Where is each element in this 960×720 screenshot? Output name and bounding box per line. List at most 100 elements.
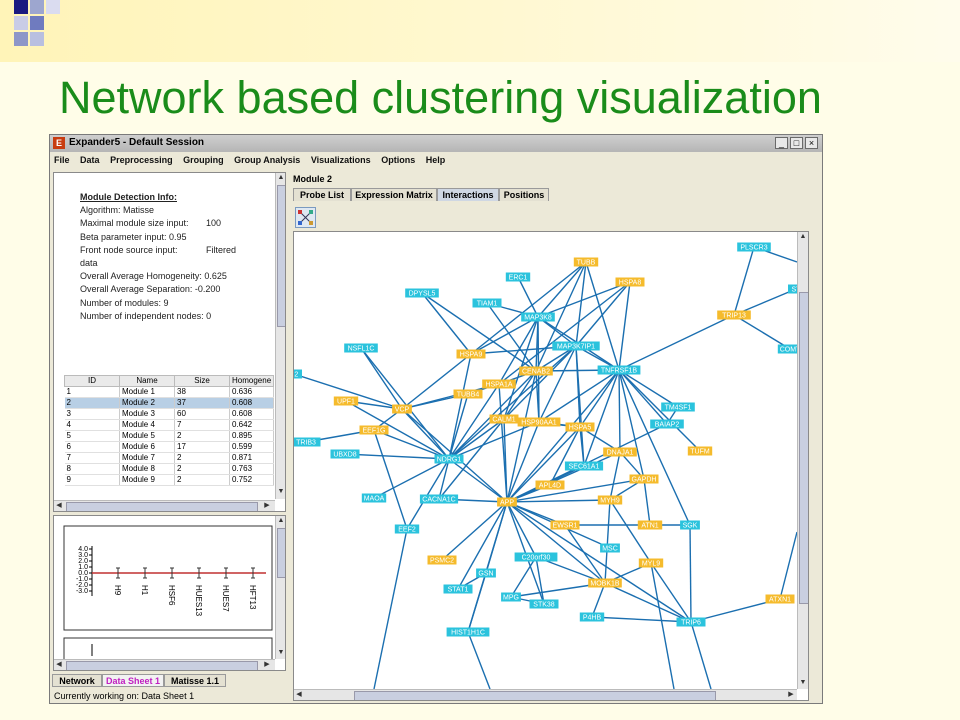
graph-horizontal-scrollbar[interactable]: ◀ ▶ bbox=[294, 689, 797, 700]
network-node[interactable]: TRIB3 bbox=[294, 437, 321, 447]
network-node-box[interactable] bbox=[489, 414, 519, 424]
network-node[interactable]: HIST1H1C bbox=[446, 627, 490, 637]
scroll-right-icon[interactable]: ▶ bbox=[264, 502, 270, 509]
network-node[interactable]: SEC61A1 bbox=[564, 461, 604, 471]
network-node[interactable]: UBXD8 bbox=[330, 449, 360, 459]
network-node[interactable]: STAT1 bbox=[443, 584, 473, 594]
menu-help[interactable]: Help bbox=[425, 155, 446, 165]
network-node[interactable]: COMT bbox=[777, 344, 797, 354]
menu-options[interactable]: Options bbox=[381, 155, 416, 165]
menu-data[interactable]: Data bbox=[80, 155, 100, 165]
network-node-box[interactable] bbox=[529, 599, 559, 609]
network-node-box[interactable] bbox=[629, 474, 659, 484]
col-header-name[interactable]: Name bbox=[119, 375, 175, 387]
network-node-box[interactable] bbox=[650, 419, 684, 429]
network-node[interactable]: HSP90AA1 bbox=[517, 417, 561, 427]
network-node-box[interactable] bbox=[427, 555, 457, 565]
minimize-button[interactable]: _ bbox=[775, 137, 788, 149]
network-node[interactable]: ATXN1 bbox=[765, 594, 795, 604]
network-layout-icon[interactable] bbox=[295, 207, 316, 228]
network-node-box[interactable] bbox=[564, 461, 604, 471]
network-node[interactable]: APL4D bbox=[535, 480, 565, 490]
network-node[interactable]: TUBB4 bbox=[453, 389, 483, 399]
network-node[interactable]: TM4SF1 bbox=[661, 402, 695, 412]
network-node-box[interactable] bbox=[294, 437, 321, 447]
network-node-box[interactable] bbox=[777, 344, 797, 354]
plot-horizontal-scrollbar[interactable]: ◀ ▶ bbox=[54, 659, 275, 670]
scroll-thumb[interactable] bbox=[354, 691, 716, 700]
network-node-box[interactable] bbox=[737, 242, 771, 252]
network-node[interactable]: CACNA1C bbox=[419, 494, 459, 504]
network-node-box[interactable] bbox=[330, 449, 360, 459]
network-node[interactable]: CENAB2 bbox=[519, 366, 553, 376]
network-node[interactable]: TUFM bbox=[687, 446, 713, 456]
network-node[interactable]: MAP3K8 bbox=[521, 312, 555, 322]
network-node-box[interactable] bbox=[600, 543, 620, 553]
scroll-left-icon[interactable]: ◀ bbox=[56, 661, 62, 668]
network-node[interactable]: TIAM1 bbox=[472, 298, 502, 308]
network-node-box[interactable] bbox=[344, 343, 378, 353]
network-node-box[interactable] bbox=[637, 520, 663, 530]
tab-network[interactable]: Network bbox=[52, 674, 102, 687]
scroll-left-icon[interactable]: ◀ bbox=[56, 502, 62, 509]
network-node-box[interactable] bbox=[579, 612, 605, 622]
network-node-box[interactable] bbox=[519, 366, 553, 376]
network-node-box[interactable] bbox=[717, 310, 751, 320]
tab-expression-matrix[interactable]: Expression Matrix bbox=[351, 188, 437, 201]
network-node[interactable]: STK38 bbox=[529, 599, 559, 609]
network-node-box[interactable] bbox=[603, 447, 637, 457]
network-node-box[interactable] bbox=[419, 494, 459, 504]
network-node-box[interactable] bbox=[453, 389, 483, 399]
network-node-box[interactable] bbox=[615, 277, 645, 287]
network-node[interactable]: GAPDH bbox=[629, 474, 659, 484]
network-node-box[interactable] bbox=[434, 454, 464, 464]
network-node[interactable]: C20orf30 bbox=[514, 552, 558, 562]
maximize-button[interactable]: □ bbox=[790, 137, 803, 149]
network-node-box[interactable] bbox=[501, 592, 521, 602]
network-node[interactable]: PLSCR3 bbox=[737, 242, 771, 252]
network-node-box[interactable] bbox=[550, 520, 580, 530]
network-node-box[interactable] bbox=[497, 497, 517, 507]
scroll-thumb[interactable] bbox=[277, 528, 285, 578]
info-horizontal-scrollbar[interactable]: ◀ ▶ bbox=[54, 500, 275, 511]
network-node[interactable]: MOBK1B bbox=[588, 578, 622, 588]
tab-data-sheet-1[interactable]: Data Sheet 1 bbox=[102, 674, 164, 687]
network-node[interactable]: APP bbox=[497, 497, 517, 507]
col-header-homogeneity[interactable]: Homogene bbox=[228, 375, 275, 387]
scroll-thumb[interactable] bbox=[66, 661, 258, 670]
network-node[interactable]: EWSR1 bbox=[550, 520, 580, 530]
network-node[interactable]: TNFRSF1B bbox=[597, 365, 641, 375]
window-titlebar[interactable]: E Expander5 - Default Session _ □ × bbox=[50, 135, 822, 152]
col-header-id[interactable]: ID bbox=[64, 375, 120, 387]
network-node[interactable]: SGK bbox=[680, 520, 700, 530]
network-node[interactable]: P4HB bbox=[579, 612, 605, 622]
scroll-thumb[interactable] bbox=[66, 502, 258, 511]
network-node[interactable]: MYL9 bbox=[638, 558, 664, 568]
network-node-box[interactable] bbox=[505, 272, 531, 282]
network-node[interactable]: TRIP6 bbox=[676, 617, 706, 627]
network-node[interactable]: TUBB bbox=[573, 257, 599, 267]
scroll-thumb[interactable] bbox=[277, 185, 285, 327]
network-node[interactable]: NSFL1C bbox=[344, 343, 378, 353]
scroll-up-icon[interactable]: ▲ bbox=[277, 517, 285, 524]
network-node-box[interactable] bbox=[676, 617, 706, 627]
scroll-down-icon[interactable]: ▼ bbox=[277, 488, 285, 495]
network-node-box[interactable] bbox=[482, 379, 516, 389]
network-node[interactable]: S2 bbox=[294, 369, 302, 379]
graph-vertical-scrollbar[interactable]: ▲ ▼ bbox=[797, 232, 808, 689]
network-node[interactable]: UPF1 bbox=[333, 396, 359, 406]
network-node[interactable]: HSPA9 bbox=[456, 349, 486, 359]
tab-positions[interactable]: Positions bbox=[499, 188, 549, 201]
scroll-right-icon[interactable]: ▶ bbox=[788, 691, 794, 698]
network-node-box[interactable] bbox=[597, 495, 623, 505]
network-node[interactable]: DNAJA1 bbox=[603, 447, 637, 457]
network-node[interactable]: DPYSL5 bbox=[405, 288, 439, 298]
network-node-box[interactable] bbox=[521, 312, 555, 322]
network-node-box[interactable] bbox=[788, 284, 797, 294]
network-node-box[interactable] bbox=[535, 480, 565, 490]
network-node-box[interactable] bbox=[456, 349, 486, 359]
network-node-box[interactable] bbox=[514, 552, 558, 562]
